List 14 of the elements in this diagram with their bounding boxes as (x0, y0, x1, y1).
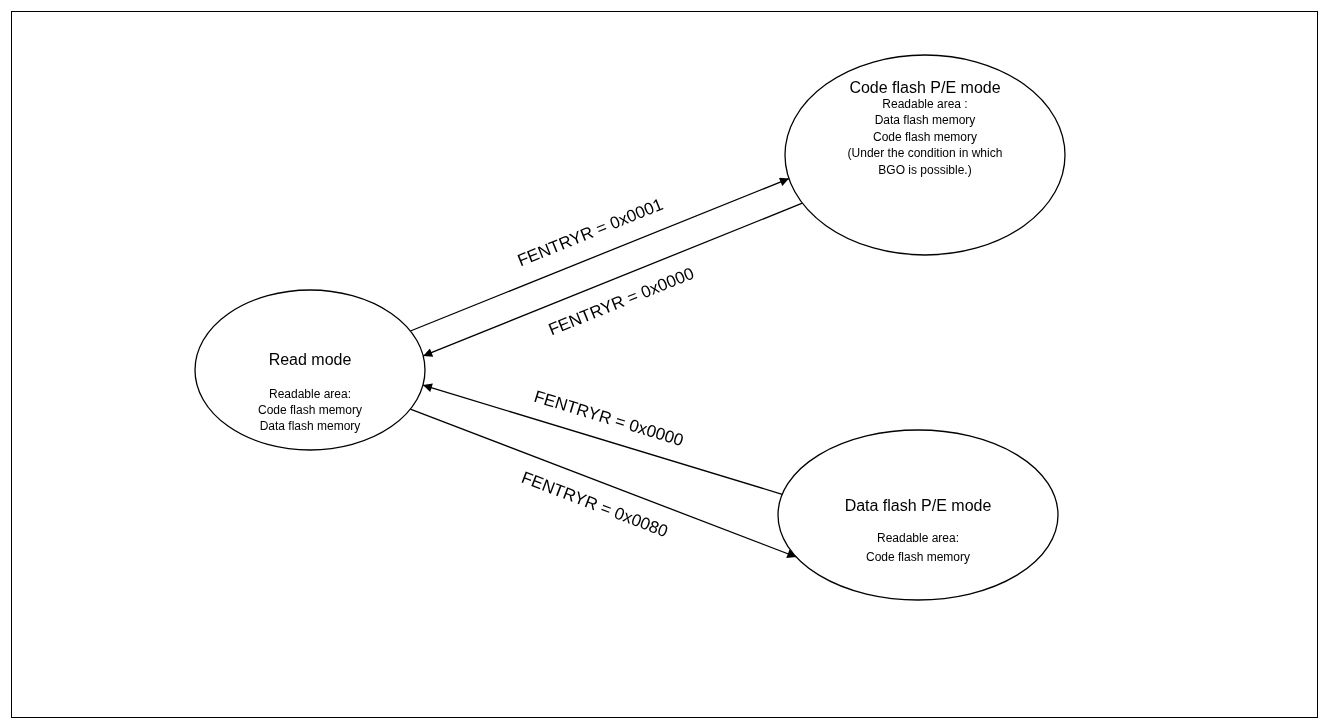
state-description: Readable area: (268, 386, 352, 403)
state-description: (Under the condition in which BGO is possible.) (846, 145, 1004, 178)
state-title: Code flash P/E mode (849, 78, 1001, 98)
state-description: Code flash memory (872, 129, 977, 146)
arrow (422, 383, 783, 495)
arrow (422, 202, 803, 357)
state-description: Data flash memory (874, 112, 976, 129)
state-description: Readable area: (876, 530, 960, 547)
state-description: Code flash memory (257, 402, 362, 419)
state-description: Code flash memory (865, 549, 970, 566)
state-description: Data flash memory (259, 418, 361, 435)
state-description: Readable area : (882, 96, 968, 113)
state-title: Data flash P/E mode (844, 496, 992, 516)
state-title: Read mode (268, 350, 352, 370)
